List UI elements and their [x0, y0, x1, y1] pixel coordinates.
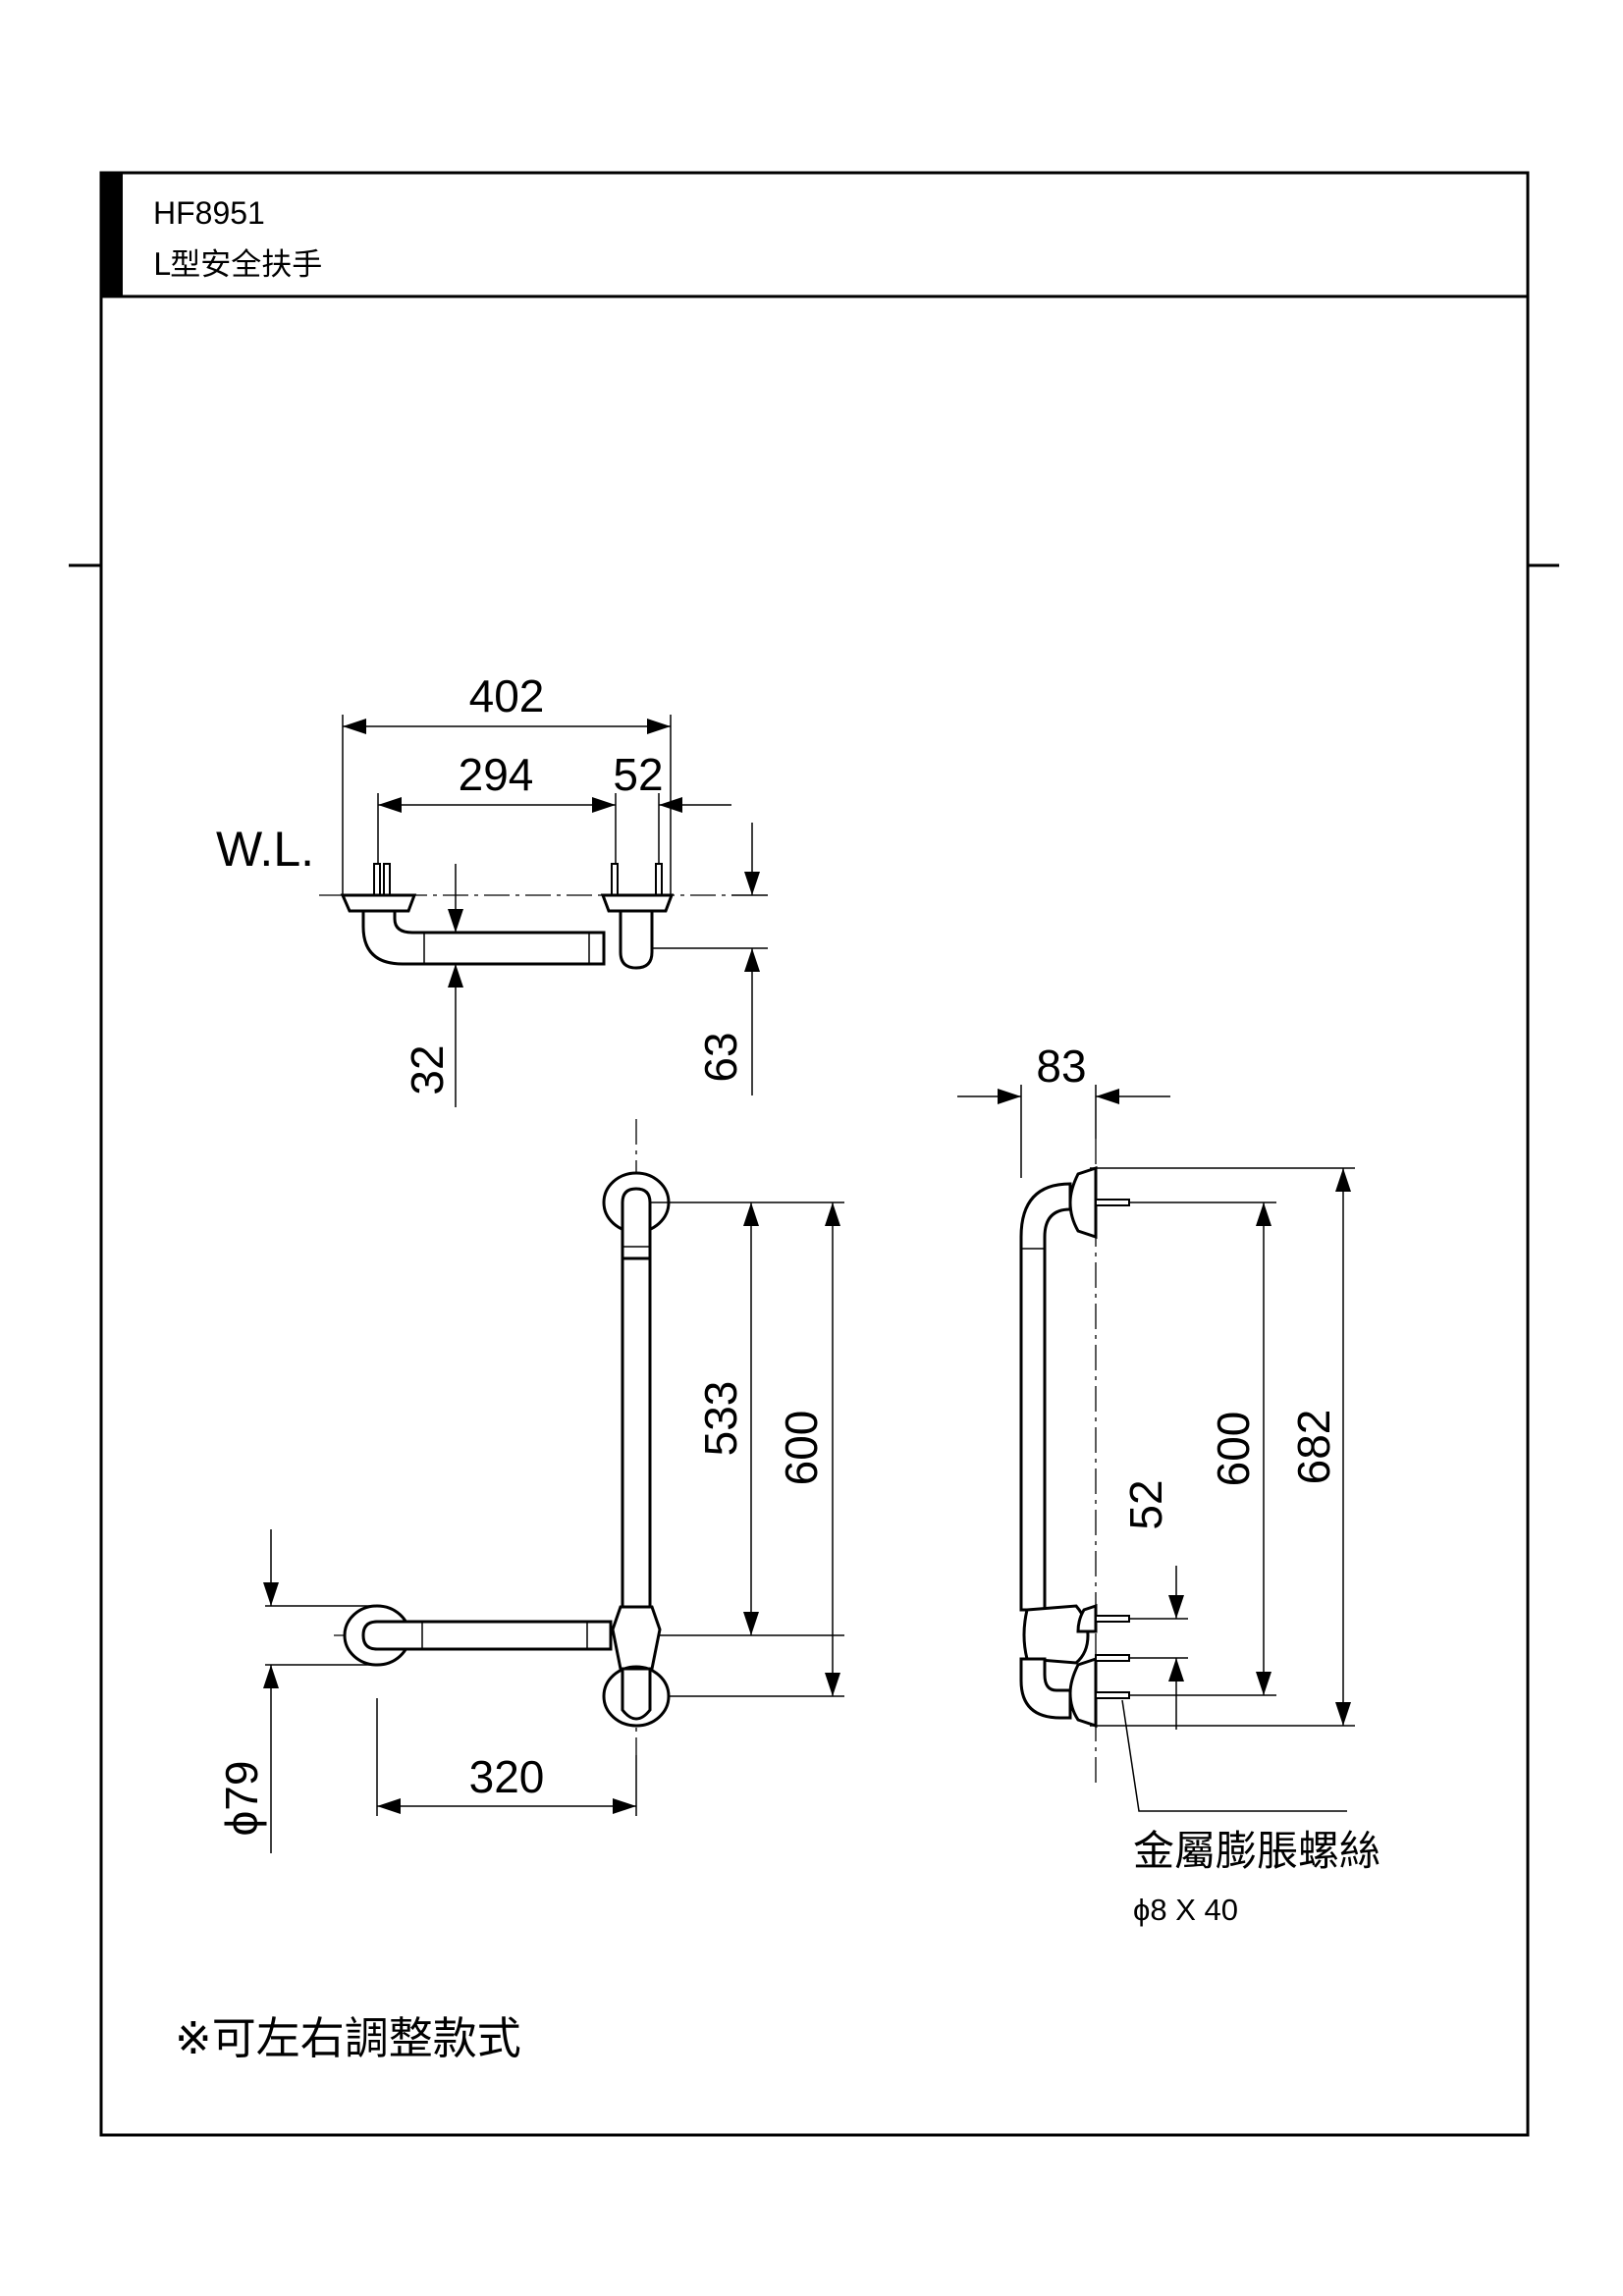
dim-top-overall: 402: [469, 670, 545, 721]
dim-side-52: 52: [1120, 1479, 1171, 1529]
front-view: [263, 1119, 844, 1853]
adjustable-note: ※可左右調整款式: [175, 2012, 521, 2064]
dim-top-depth-63: 63: [695, 1032, 746, 1082]
anchor-callout-spec: ϕ8 X 40: [1133, 1893, 1238, 1927]
dim-side-682: 682: [1288, 1410, 1339, 1485]
top-view: [319, 715, 768, 1107]
title-bar-accent: [101, 173, 123, 296]
dim-top-depth-32: 32: [402, 1044, 453, 1095]
product-name: L型安全扶手: [153, 247, 322, 283]
side-view: [957, 1085, 1355, 1812]
dim-front-diameter: ϕ79: [216, 1761, 267, 1837]
dim-top-inner: 294: [459, 749, 534, 800]
dim-front-533: 533: [695, 1381, 746, 1457]
dim-front-600: 600: [776, 1411, 827, 1486]
dim-front-320: 320: [469, 1751, 545, 1802]
dim-top-side: 52: [613, 749, 663, 800]
water-level-label: W.L.: [216, 822, 314, 877]
dim-side-83: 83: [1036, 1041, 1086, 1092]
model-number: HF8951: [153, 195, 265, 231]
dim-side-600: 600: [1208, 1412, 1259, 1487]
anchor-callout-title: 金屬膨脹螺絲: [1133, 1827, 1380, 1875]
frame: [69, 171, 1559, 2137]
